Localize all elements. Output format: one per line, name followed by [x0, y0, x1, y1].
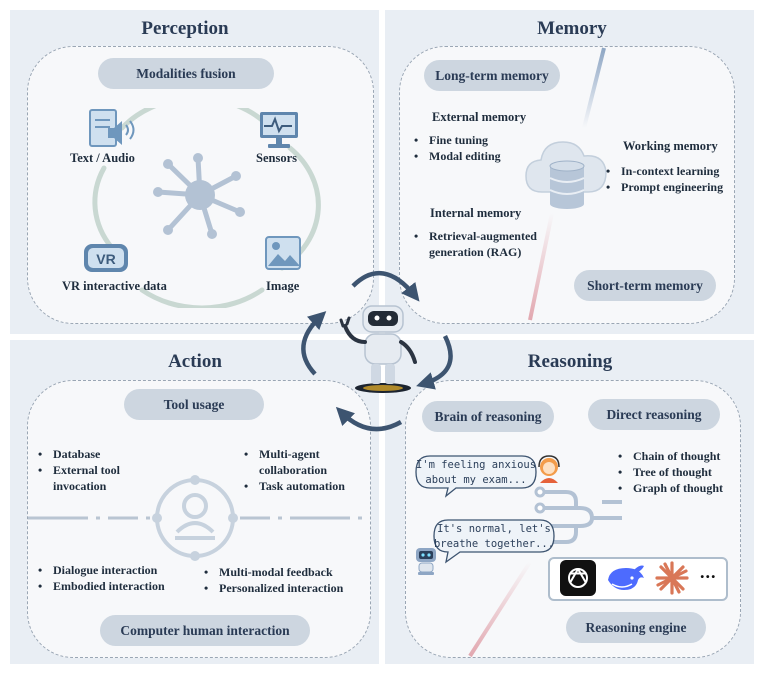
action-bottom-right-list: Multi-modal feedback Personalized intera… [204, 564, 343, 596]
direct-reasoning-list: Chain of thought Tree of thought Graph o… [618, 448, 723, 496]
action-right-list: Multi-agent [244, 446, 320, 462]
person-avatar-icon [538, 455, 560, 483]
list-item: Database [38, 446, 120, 462]
neuron-icon [153, 153, 245, 239]
reasoning-right-line [632, 515, 742, 519]
image-icon [265, 236, 301, 270]
short-term-memory-pill: Short-term memory [574, 270, 716, 301]
action-left-list: Database External tool [38, 446, 120, 478]
speech-bubble-2 [433, 519, 555, 564]
working-memory-list: In-context learning Prompt engineering [606, 163, 723, 195]
image-label: Image [266, 279, 300, 293]
list-item: Chain of thought [618, 448, 723, 464]
reasoning-title: Reasoning [527, 351, 613, 372]
bubble-2-line: breathe together... [433, 538, 555, 550]
long-term-memory-pill: Long-term memory [424, 60, 560, 91]
modalities-fusion-pill: Modalities fusion [98, 58, 274, 89]
sensors-label: Sensors [256, 151, 297, 165]
sensors-icon [260, 112, 298, 148]
text-audio-label: Text / Audio [70, 151, 135, 165]
interaction-divider [28, 516, 368, 520]
list-item: Personalized interaction [204, 580, 343, 596]
cloud-database-icon [525, 141, 607, 209]
working-memory-title: Working memory [623, 139, 718, 153]
list-item: Modal editing [414, 148, 501, 164]
external-memory-list: Fine tuning Modal editing [414, 132, 501, 164]
speech-bubble-1 [415, 455, 537, 498]
computer-human-interaction-pill: Computer human interaction [100, 615, 310, 646]
bubble-2-text: It's normal, let's breathe together... [432, 522, 556, 552]
list-item: Graph of thought [618, 480, 723, 496]
list-item: In-context learning [606, 163, 723, 179]
perception-title: Perception [141, 18, 229, 39]
bubble-2-line: It's normal, let's [437, 523, 551, 535]
action-title: Action [168, 351, 222, 372]
list-item: Prompt engineering [606, 179, 723, 195]
action-right-list-2: Task automation [244, 478, 345, 494]
small-robot-icon [416, 548, 436, 575]
bubble-1-line: about my exam... [425, 474, 527, 486]
list-item: Multi-agent [244, 446, 320, 462]
memory-divider-lines [528, 47, 606, 321]
robot-icon [339, 305, 417, 393]
list-item: Tree of thought [618, 464, 723, 480]
reasoning-divider-lines [468, 374, 572, 658]
text-audio-icon [89, 109, 135, 147]
bubble-1-text: I'm feeling anxious about my exam... [414, 458, 538, 488]
internal-memory-list: Retrieval-augmented [414, 228, 537, 244]
vr-label: VR interactive data [62, 279, 167, 293]
list-item: Retrieval-augmented [414, 228, 537, 244]
tool-usage-pill: Tool usage [124, 389, 264, 420]
brain-of-reasoning-pill: Brain of reasoning [422, 401, 554, 432]
action-left-cont: invocation [53, 479, 107, 493]
more-engines-ellipsis: ... [700, 562, 717, 582]
action-bottom-left-list: Dialogue interaction Embodied interactio… [38, 562, 165, 594]
external-memory-title: External memory [432, 110, 527, 124]
vr-badge: VR [96, 251, 115, 267]
bubble-1-line: I'm feeling anxious [415, 459, 537, 471]
direct-reasoning-pill: Direct reasoning [588, 399, 720, 430]
list-item: Fine tuning [414, 132, 501, 148]
reasoning-engine-pill: Reasoning engine [566, 612, 706, 643]
vr-headset-icon: VR [84, 244, 128, 272]
cycle-arrows [301, 270, 453, 432]
memory-title: Memory [537, 18, 607, 39]
sparkle-logo-icon [655, 561, 689, 595]
whale-logo-icon [608, 565, 644, 590]
list-item: Dialogue interaction [38, 562, 165, 578]
internal-memory-title: Internal memory [430, 206, 522, 220]
user-interaction-icon [152, 475, 238, 561]
action-right-cont: collaboration [259, 463, 327, 477]
internal-memory-cont: generation (RAG) [429, 245, 522, 259]
list-item: Task automation [244, 478, 345, 494]
list-item: Multi-modal feedback [204, 564, 343, 580]
list-item: Embodied interaction [38, 578, 165, 594]
list-item: External tool [38, 462, 120, 478]
openai-logo-icon [560, 560, 596, 596]
